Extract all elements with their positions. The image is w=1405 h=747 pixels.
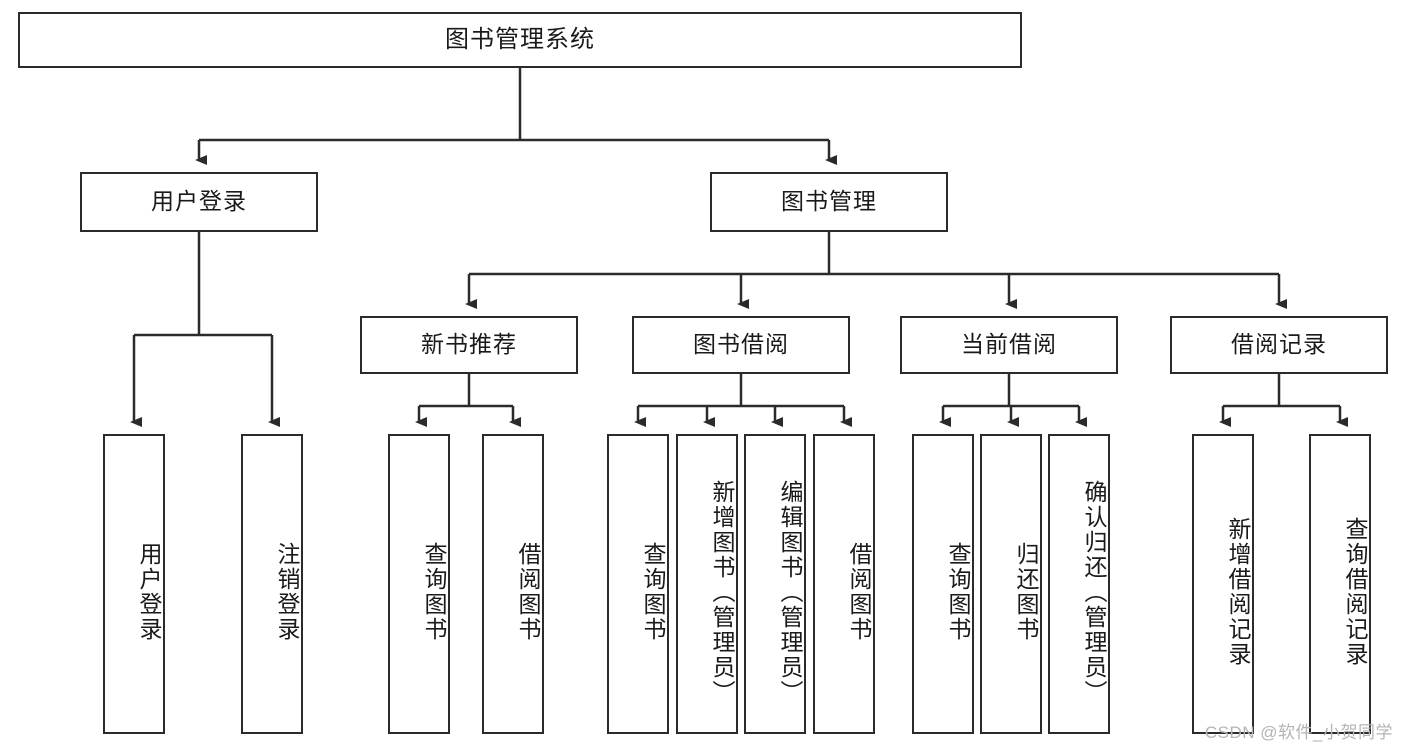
node-new-book-rec[interactable]: 新书推荐 (360, 316, 578, 374)
node-borrow-record[interactable]: 借阅记录 (1170, 316, 1388, 374)
node-leaf-user-login-label: 用户登录 (136, 542, 162, 642)
node-leaf-return-book[interactable]: 归还图书 (980, 434, 1042, 734)
node-leaf-query-book-2-label: 查询图书 (640, 542, 666, 642)
node-leaf-borrow-book-1[interactable]: 借阅图书 (482, 434, 544, 734)
watermark: CSDN @软件_小贺同学 (1204, 723, 1393, 742)
node-leaf-confirm-return-label: 确认归还（管理员） (1081, 479, 1107, 705)
node-book-manage[interactable]: 图书管理 (710, 172, 948, 232)
node-leaf-user-logout-label: 注销登录 (274, 542, 300, 642)
node-leaf-add-record[interactable]: 新增借阅记录 (1192, 434, 1254, 734)
node-leaf-add-book[interactable]: 新增图书（管理员） (676, 434, 738, 734)
node-leaf-add-record-label: 新增借阅记录 (1225, 517, 1251, 667)
node-leaf-query-record[interactable]: 查询借阅记录 (1309, 434, 1371, 734)
node-leaf-query-book-1[interactable]: 查询图书 (388, 434, 450, 734)
node-root-label: 图书管理系统 (445, 25, 595, 53)
node-leaf-query-book-3-label: 查询图书 (945, 542, 971, 642)
node-book-borrow-label: 图书借阅 (693, 331, 789, 358)
node-leaf-add-book-label: 新增图书（管理员） (709, 479, 735, 705)
node-leaf-user-logout[interactable]: 注销登录 (241, 434, 303, 734)
node-current-borrow-label: 当前借阅 (961, 331, 1057, 358)
node-new-book-rec-label: 新书推荐 (421, 331, 517, 358)
node-root[interactable]: 图书管理系统 (18, 12, 1022, 68)
node-leaf-borrow-book-2-label: 借阅图书 (846, 542, 872, 642)
node-leaf-query-book-1-label: 查询图书 (421, 542, 447, 642)
node-leaf-return-book-label: 归还图书 (1013, 542, 1039, 642)
node-leaf-query-record-label: 查询借阅记录 (1342, 517, 1368, 667)
node-leaf-user-login[interactable]: 用户登录 (103, 434, 165, 734)
node-leaf-query-book-2[interactable]: 查询图书 (607, 434, 669, 734)
node-book-manage-label: 图书管理 (781, 188, 877, 215)
node-leaf-confirm-return[interactable]: 确认归还（管理员） (1048, 434, 1110, 734)
node-user-login[interactable]: 用户登录 (80, 172, 318, 232)
node-leaf-borrow-book-2[interactable]: 借阅图书 (813, 434, 875, 734)
node-leaf-query-book-3[interactable]: 查询图书 (912, 434, 974, 734)
node-book-borrow[interactable]: 图书借阅 (632, 316, 850, 374)
node-leaf-edit-book-label: 编辑图书（管理员） (777, 479, 803, 705)
node-leaf-edit-book[interactable]: 编辑图书（管理员） (744, 434, 806, 734)
node-user-login-label: 用户登录 (151, 188, 247, 215)
node-borrow-record-label: 借阅记录 (1231, 331, 1327, 358)
node-current-borrow[interactable]: 当前借阅 (900, 316, 1118, 374)
node-leaf-borrow-book-1-label: 借阅图书 (515, 542, 541, 642)
